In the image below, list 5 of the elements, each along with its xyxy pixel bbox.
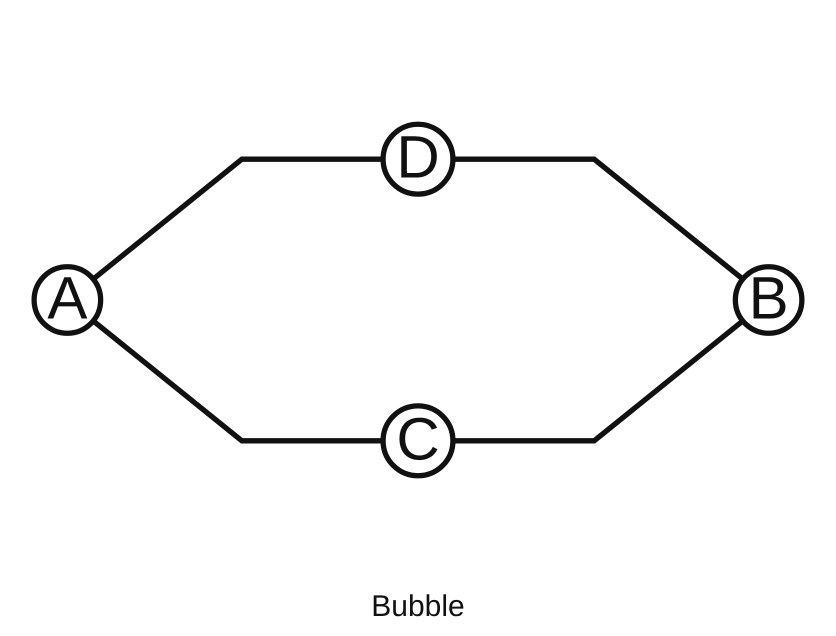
note-text: Bubble [371,590,465,624]
node-circle: B [732,264,805,336]
node-circle: C [380,403,456,478]
node-circle: A [31,264,104,336]
node-circle: D [380,122,456,197]
